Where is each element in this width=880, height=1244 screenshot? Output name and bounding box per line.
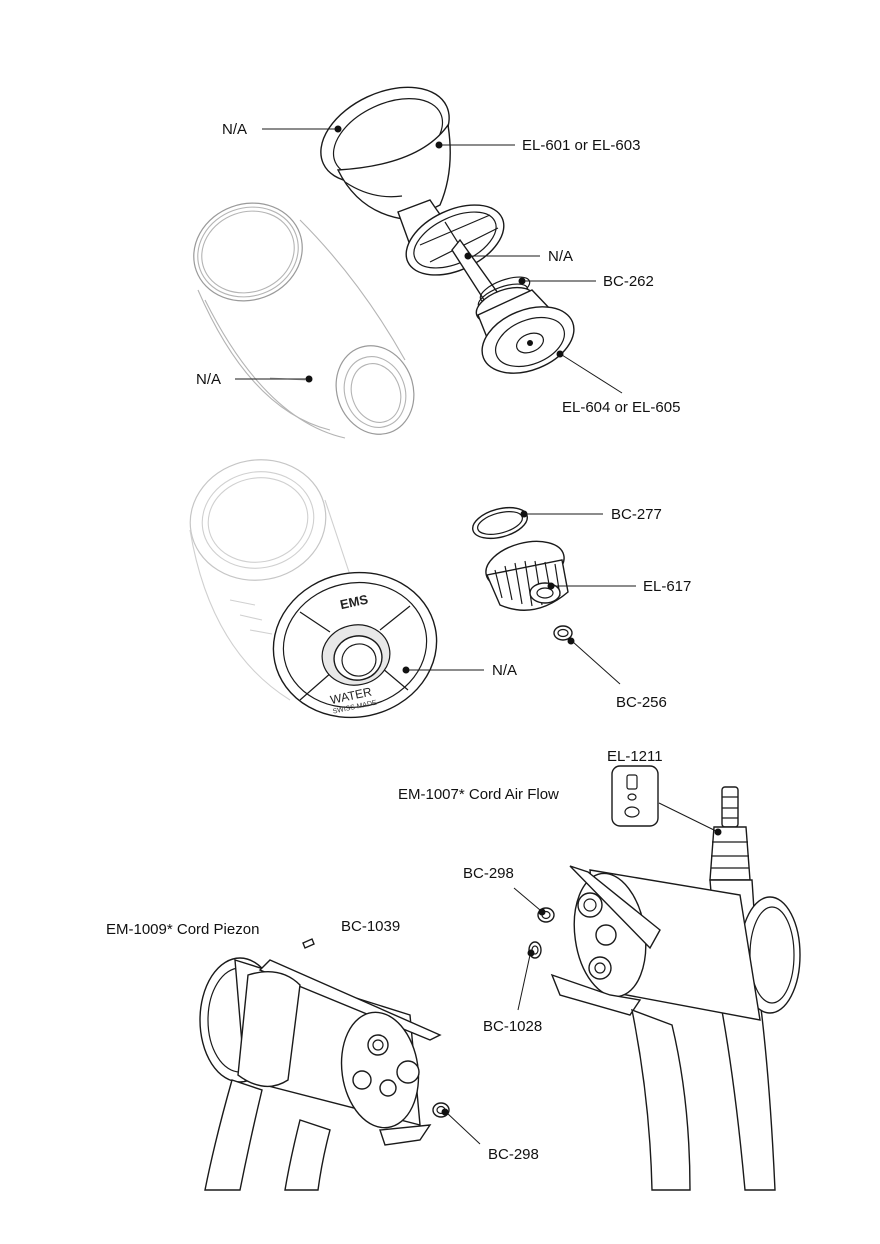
cone-funnel-part bbox=[320, 86, 505, 304]
label-el604: EL-604 or EL-605 bbox=[562, 399, 680, 416]
tank-ghost-middle bbox=[189, 459, 356, 701]
label-bc1028: BC-1028 bbox=[483, 1018, 542, 1035]
screw-bc1039-part bbox=[302, 938, 315, 949]
oring-bc277-part bbox=[472, 506, 528, 540]
tank-ghost-top bbox=[193, 202, 415, 439]
label-bc256: BC-256 bbox=[616, 694, 667, 711]
filter-body-part bbox=[475, 286, 575, 374]
tank-cap-part: EMS WATER SWISS MADE bbox=[272, 571, 438, 719]
label-el1211: EL-1211 bbox=[607, 748, 663, 765]
label-em1007: EM-1007* Cord Air Flow bbox=[398, 786, 559, 803]
label-bc298-top: BC-298 bbox=[463, 865, 514, 882]
label-na-cap: N/A bbox=[492, 662, 517, 679]
label-el617: EL-617 bbox=[643, 578, 691, 595]
label-bc1039: BC-1039 bbox=[341, 918, 400, 935]
knurled-cap-el617-part bbox=[485, 540, 569, 611]
label-na-tank: N/A bbox=[196, 371, 221, 388]
label-na-top: N/A bbox=[222, 121, 247, 138]
airflow-cord-part bbox=[550, 786, 801, 1191]
el1211-kit-box bbox=[611, 765, 659, 827]
label-bc298-bottom: BC-298 bbox=[488, 1146, 539, 1163]
washer-bc256-part bbox=[553, 625, 573, 641]
label-bc277: BC-277 bbox=[611, 506, 662, 523]
leader-lines bbox=[235, 125, 722, 1145]
piezon-cord-part bbox=[199, 957, 450, 1191]
label-bc262: BC-262 bbox=[603, 273, 654, 290]
labels: N/A EL-601 or EL-603 N/A BC-262 N/A EL-6… bbox=[106, 121, 691, 1163]
cap-logo: EMS bbox=[339, 592, 370, 613]
label-na-mid: N/A bbox=[548, 248, 573, 265]
label-em1009: EM-1009* Cord Piezon bbox=[106, 921, 259, 938]
label-el601: EL-601 or EL-603 bbox=[522, 137, 640, 154]
